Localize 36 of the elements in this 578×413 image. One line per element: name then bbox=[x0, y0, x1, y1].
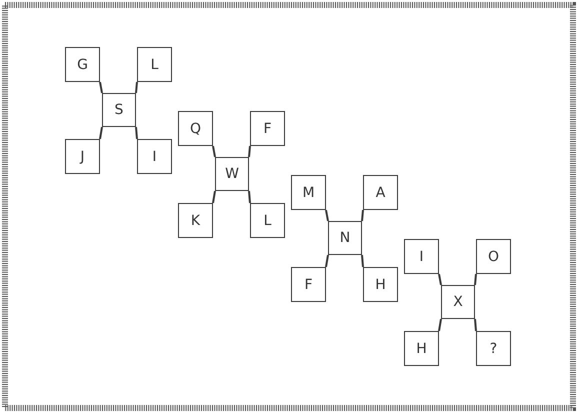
connector-line bbox=[474, 318, 477, 332]
letter-box: O bbox=[476, 239, 511, 274]
connector-line bbox=[135, 82, 138, 94]
letter-box: H bbox=[363, 267, 398, 302]
letter-box: L bbox=[137, 47, 172, 82]
letter-box: L bbox=[250, 203, 285, 238]
letter-box: G bbox=[65, 47, 100, 82]
connector-line bbox=[438, 274, 442, 286]
connector-line bbox=[438, 318, 442, 332]
connector-line bbox=[325, 210, 329, 222]
letter-box: K bbox=[178, 203, 213, 238]
letter-box: H bbox=[404, 331, 439, 366]
center-letter-box: N bbox=[328, 221, 362, 255]
letter-box: ? bbox=[476, 331, 511, 366]
letter-box: M bbox=[291, 175, 326, 210]
center-letter-box: X bbox=[441, 285, 475, 319]
letter-box: I bbox=[404, 239, 439, 274]
connector-line bbox=[99, 126, 103, 140]
connector-line bbox=[474, 274, 477, 286]
center-letter-box: W bbox=[215, 157, 249, 191]
connector-line bbox=[99, 82, 103, 94]
connector-line bbox=[248, 190, 251, 204]
letter-box: F bbox=[291, 267, 326, 302]
letter-box: Q bbox=[178, 111, 213, 146]
connector-line bbox=[361, 254, 364, 268]
connector-line bbox=[361, 210, 364, 222]
connector-line bbox=[135, 126, 138, 140]
connector-line bbox=[325, 254, 329, 268]
connector-line bbox=[212, 190, 216, 204]
letter-box: A bbox=[363, 175, 398, 210]
connector-line bbox=[248, 146, 251, 158]
letter-box: I bbox=[137, 139, 172, 174]
letter-box: J bbox=[65, 139, 100, 174]
center-letter-box: S bbox=[102, 93, 136, 127]
connector-line bbox=[212, 146, 216, 158]
letter-box: F bbox=[250, 111, 285, 146]
